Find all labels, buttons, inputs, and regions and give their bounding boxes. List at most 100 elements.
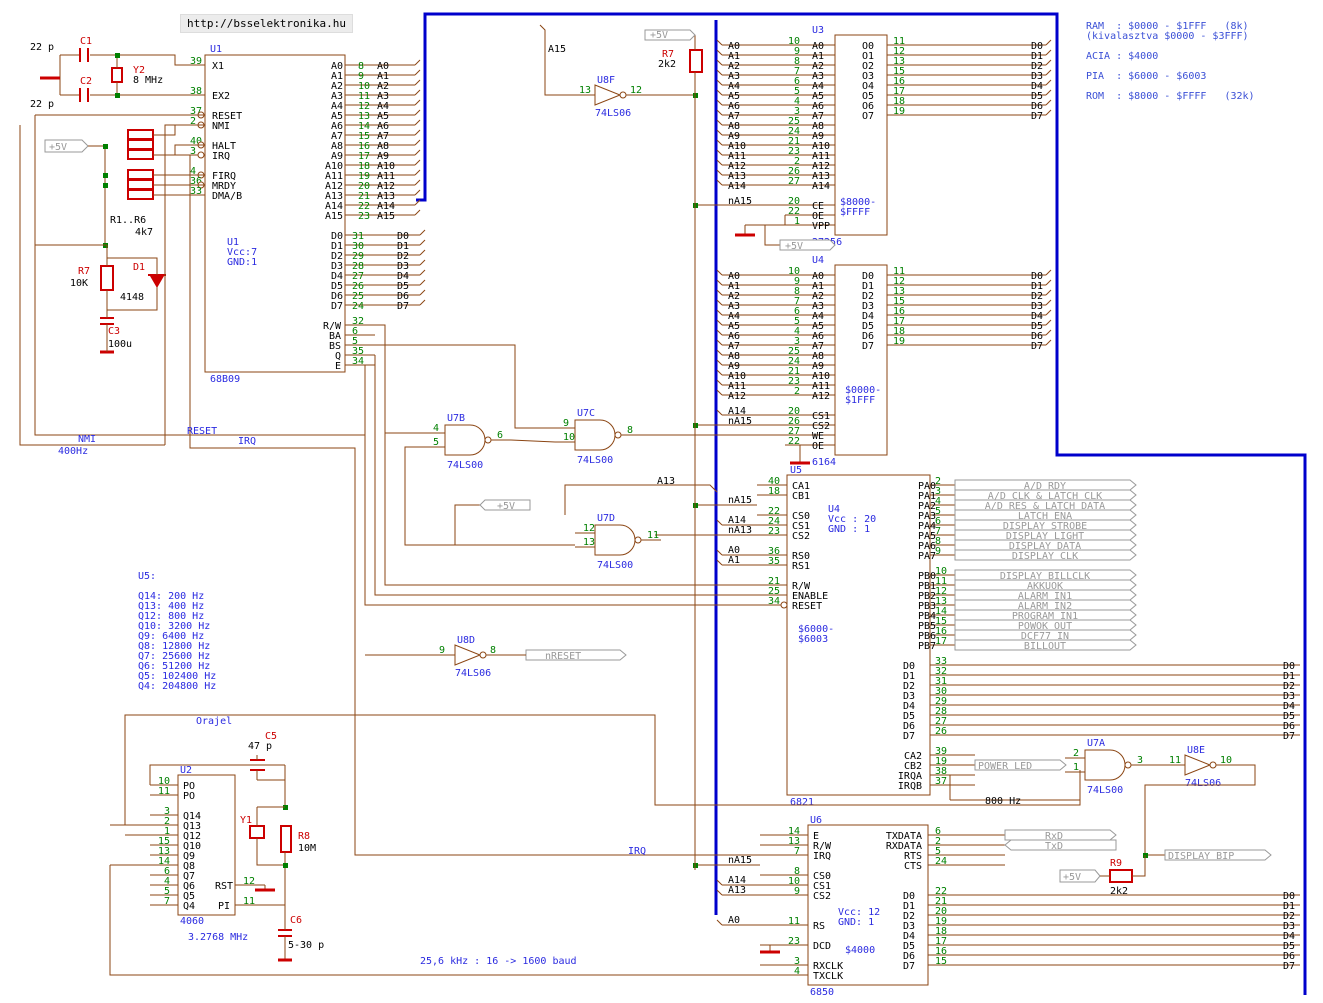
bus-entry: [1045, 319, 1052, 326]
u6-data-label: D6: [903, 951, 915, 962]
u3-pin-num: 5: [794, 86, 800, 97]
u5-data-bus-label: D0: [1283, 661, 1295, 672]
u4-data-label: D0: [862, 271, 874, 282]
d1-label: D1: [133, 262, 145, 273]
note-800hz: 800 Hz: [985, 796, 1021, 807]
u1-data-label: D6: [331, 291, 343, 302]
u1-addr-bus-label: A3: [377, 91, 389, 102]
u1-data-num: 31: [352, 231, 364, 242]
bus-entry: [1045, 289, 1052, 296]
u1-data-num: 30: [352, 241, 364, 252]
x1-wire: [90, 54, 205, 66]
u1-pin-num: 37: [190, 106, 202, 117]
u2-pin-label: Q7: [183, 871, 195, 882]
u1-addr-label: A14: [325, 201, 343, 212]
u1-addr-bus-label: A5: [377, 111, 389, 122]
r7b-value: 2k2: [658, 59, 676, 70]
u1-addr-num: 16: [358, 141, 370, 152]
u5-info: U4: [828, 504, 840, 515]
bus-entry: [1045, 79, 1052, 86]
bus-entry: [1045, 59, 1052, 66]
u2-pin-label: Q6: [183, 881, 195, 892]
u7b-name: U7B: [447, 413, 465, 424]
gate-pin-num: 13: [579, 85, 591, 96]
u5-pin-label: CS2: [792, 531, 810, 542]
bus-entry: [414, 139, 421, 146]
u4-ctrl-label: OE: [812, 441, 824, 452]
u7b-body: [444, 424, 486, 456]
bus-entry: [1045, 309, 1052, 316]
port-flag: [954, 609, 1137, 621]
plus5v-flag: [479, 499, 531, 511]
u5-pa-num: 9: [935, 546, 941, 557]
bus-entry: [419, 249, 426, 256]
pullup-to-nmi: [153, 124, 205, 136]
u1-addr-label: A10: [325, 161, 343, 172]
r7a-resistor: [100, 265, 114, 291]
port-flag: [954, 599, 1137, 611]
note-reset: RESET: [187, 426, 217, 437]
u5-ctrl-label: IRQA: [898, 771, 922, 782]
u1-addr-label: A11: [325, 171, 343, 182]
bus-entry: [1045, 299, 1052, 306]
u3-pin-num: 10: [788, 36, 800, 47]
u1-data-bus-label: D5: [397, 281, 409, 292]
u5-pb-num: 15: [935, 616, 947, 627]
gate-pin-num: 4: [433, 423, 439, 434]
rw-wire: [375, 324, 757, 586]
u5-data-num: 32: [935, 666, 947, 677]
u4-data-label: D6: [862, 331, 874, 342]
u3-out-label: O1: [862, 51, 874, 62]
e-wire: [374, 355, 757, 596]
u3-pin-num: 23: [788, 146, 800, 157]
u6-pin-label: TXCLK: [813, 971, 843, 982]
u1-addr-bus-label: A12: [377, 181, 395, 192]
u3-pin-num: 26: [788, 166, 800, 177]
u4-bus-label: A0: [728, 271, 740, 282]
u5-pa-num: 3: [935, 486, 941, 497]
bus-entry: [414, 179, 421, 186]
u6-data-bus-label: D3: [1283, 921, 1295, 932]
plus5v-flag: [44, 139, 89, 153]
u5-pb-label: PB7: [918, 641, 936, 652]
u6-pin-label: CS1: [813, 881, 831, 892]
bus-entry: [414, 59, 421, 66]
u3-na15-label: nA15: [728, 196, 752, 207]
bus-entry: [419, 229, 426, 236]
u3-out-num: 11: [893, 36, 905, 47]
u1-type: 68B09: [210, 374, 240, 385]
rxd-label: RxD: [1045, 831, 1063, 842]
u6-a0-label: A0: [728, 915, 740, 926]
u1-data-bus-label: D6: [397, 291, 409, 302]
u2-pin-num: 11: [158, 786, 170, 797]
u6-data-bus-label: D6: [1283, 951, 1295, 962]
u3-out-num: 16: [893, 76, 905, 87]
u5-freq-title: U5:: [138, 571, 157, 582]
u6-name: U6: [810, 815, 822, 826]
u6-pin-num: 3: [794, 956, 800, 967]
u6-pin-label: R/W: [813, 841, 832, 852]
wire: [107, 257, 158, 275]
u6-pin-num: 11: [788, 916, 800, 927]
u5-pa-label: PA0: [918, 481, 936, 492]
u8f-body: [594, 84, 622, 106]
plus5v-flag: [644, 29, 696, 41]
u1-addr-label: A4: [331, 101, 343, 112]
u4-data-num: 17: [893, 316, 905, 327]
plus5v-flag: [779, 239, 836, 251]
u5-pa-num: 4: [935, 496, 941, 507]
u1-addr-label: A12: [325, 181, 343, 192]
u1-addr-bus-label: A13: [377, 191, 395, 202]
wire: [564, 484, 718, 515]
u5-data-bus-label: D7: [1283, 731, 1295, 742]
u5-name: U5: [790, 465, 802, 476]
u3-out-num: 13: [893, 56, 905, 67]
u4-pin-num: 8: [794, 286, 800, 297]
bus-entry: [716, 79, 723, 86]
u5-ctrl-label: IRQB: [898, 781, 922, 792]
u5-data-label: D5: [903, 711, 915, 722]
r9-resistor: [1109, 869, 1133, 883]
website-url: http://bsselektronika.hu: [180, 14, 353, 33]
u4-bus-label: A5: [728, 321, 740, 332]
